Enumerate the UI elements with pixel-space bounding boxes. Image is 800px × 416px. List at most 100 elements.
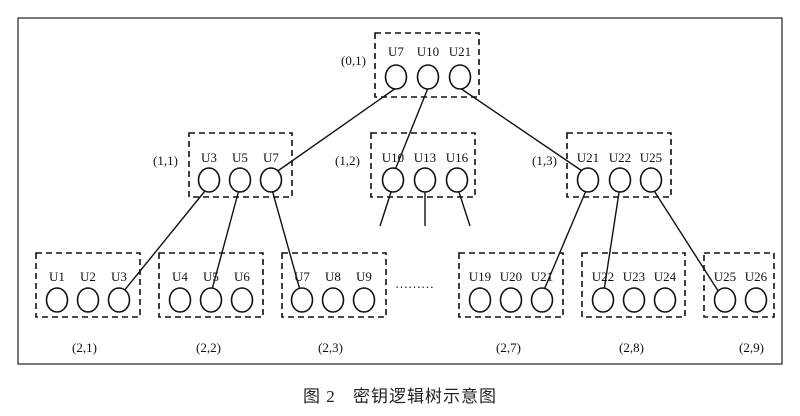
user-label: U1 <box>49 269 65 284</box>
user-label: U2 <box>80 269 96 284</box>
user-key-node <box>713 287 737 313</box>
key-group-g12: (1,2) U10 U13 U16 <box>335 132 476 198</box>
user-label: U26 <box>745 269 768 284</box>
user-label: U20 <box>500 269 522 284</box>
user-key-node <box>199 287 223 313</box>
user-label: U5 <box>232 150 248 165</box>
edge-11-u3-to-21 <box>118 185 210 298</box>
user-key-node <box>168 287 192 313</box>
group-coordinate: (2,2) <box>196 340 221 355</box>
figure-number: 图 2 <box>303 387 336 406</box>
user-label: U4 <box>172 269 188 284</box>
user-label: U7 <box>263 150 279 165</box>
user-label: U19 <box>469 269 491 284</box>
group-coordinate: (2,7) <box>496 340 521 355</box>
user-label: U5 <box>203 269 219 284</box>
group-coordinate: (2,1) <box>72 340 97 355</box>
group-coordinate: (2,9) <box>739 340 764 355</box>
user-key-node <box>744 287 768 313</box>
user-key-node <box>384 64 408 90</box>
user-label: U23 <box>623 269 645 284</box>
edge-12-u10-down <box>379 185 394 227</box>
key-group-g29: (2,9) U25 U26 <box>703 252 775 355</box>
user-label: U22 <box>609 150 631 165</box>
figure-frame <box>17 17 783 365</box>
user-key-node <box>416 64 440 90</box>
group-coordinate: (2,8) <box>619 340 644 355</box>
user-key-node <box>413 167 437 193</box>
edge-13-u21-to-27 <box>540 185 589 298</box>
user-label: U10 <box>382 150 404 165</box>
user-key-node <box>445 167 469 193</box>
user-key-node <box>76 287 100 313</box>
user-key-node <box>639 167 663 193</box>
edge-13-u25-to-29 <box>650 185 723 298</box>
user-key-node <box>530 287 554 313</box>
group-coordinate: (1,2) <box>335 153 360 168</box>
user-label: U21 <box>577 150 599 165</box>
ellipsis-text: ……… <box>395 276 434 291</box>
user-key-node <box>228 167 252 193</box>
edge-11-u7-to-23 <box>270 185 303 298</box>
figure-caption: 图 2 密钥逻辑树示意图 <box>0 382 800 407</box>
user-label: U25 <box>714 269 736 284</box>
group-box <box>158 252 264 318</box>
user-label: U7 <box>388 44 404 59</box>
figure-title: 密钥逻辑树示意图 <box>353 387 497 406</box>
user-key-node <box>352 287 376 313</box>
edge-12-u16-down <box>456 185 471 227</box>
group-box <box>458 252 564 318</box>
group-box <box>281 252 387 318</box>
user-label: U22 <box>592 269 614 284</box>
user-label: U8 <box>325 269 341 284</box>
group-box <box>374 32 480 98</box>
user-key-node <box>321 287 345 313</box>
group-box <box>703 252 775 318</box>
edge-13-u22-to-28 <box>602 185 621 298</box>
user-key-node <box>197 167 221 193</box>
group-box <box>370 132 476 198</box>
user-key-node <box>608 167 632 193</box>
group-box <box>566 132 672 198</box>
edge-root-u7-to-11 <box>271 87 397 176</box>
group-coordinate: (2,3) <box>318 340 343 355</box>
user-label: U9 <box>356 269 372 284</box>
user-key-node <box>448 64 472 90</box>
user-label: U3 <box>201 150 217 165</box>
key-group-g28: (2,8) U22 U23 U24 <box>581 252 686 355</box>
edge-11-u5-to-22 <box>209 185 241 298</box>
user-key-node <box>591 287 615 313</box>
user-label: U6 <box>234 269 250 284</box>
user-key-node <box>290 287 314 313</box>
user-label: U10 <box>417 44 439 59</box>
edge-root-u21-to-13 <box>459 87 589 176</box>
user-key-node <box>468 287 492 313</box>
user-key-node <box>230 287 254 313</box>
group-coordinate: (1,3) <box>532 153 557 168</box>
user-label: U21 <box>531 269 553 284</box>
user-key-node <box>576 167 600 193</box>
user-key-node <box>622 287 646 313</box>
key-group-g27: (2,7) U19 U20 U21 <box>458 252 564 355</box>
user-key-node <box>259 167 283 193</box>
key-group-g01: (0,1) U7 U10 U21 <box>341 32 480 98</box>
group-box <box>188 132 293 198</box>
user-label: U25 <box>640 150 662 165</box>
user-key-node <box>653 287 677 313</box>
group-coordinate: (0,1) <box>341 53 366 68</box>
user-key-node <box>45 287 69 313</box>
user-key-node <box>107 287 131 313</box>
user-label: U21 <box>449 44 471 59</box>
group-box <box>581 252 686 318</box>
user-key-node <box>381 167 405 193</box>
group-box <box>35 252 141 318</box>
user-key-node <box>499 287 523 313</box>
user-label: U24 <box>654 269 677 284</box>
key-group-g13: (1,3) U21 U22 U25 <box>532 132 672 198</box>
user-label: U16 <box>446 150 469 165</box>
user-label: U13 <box>414 150 436 165</box>
key-group-g22: (2,2) U4 U5 U6 <box>158 252 264 355</box>
